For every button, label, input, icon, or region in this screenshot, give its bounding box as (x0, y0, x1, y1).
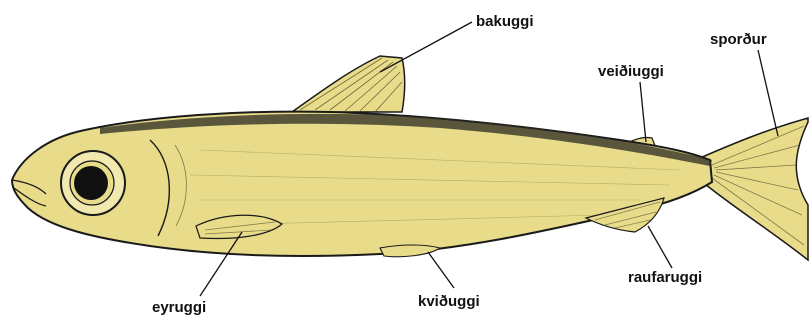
label-kvidhuggi: kviðuggi (418, 294, 480, 309)
label-bakuggi: bakuggi (476, 14, 534, 29)
leader-kvidhuggi (428, 252, 454, 288)
pelvic-fin (380, 245, 440, 257)
pupil (74, 166, 108, 200)
label-veidiuggi: veiðiuggi (598, 64, 664, 79)
leader-raufaruggi (648, 226, 672, 268)
leader-veidiuggi (640, 82, 646, 142)
label-raufaruggi: raufaruggi (628, 270, 702, 285)
label-spordur: sporður (710, 32, 767, 47)
leader-spordur (758, 50, 778, 136)
label-eyruggi: eyruggi (152, 300, 206, 315)
leader-bakuggi (380, 22, 472, 72)
